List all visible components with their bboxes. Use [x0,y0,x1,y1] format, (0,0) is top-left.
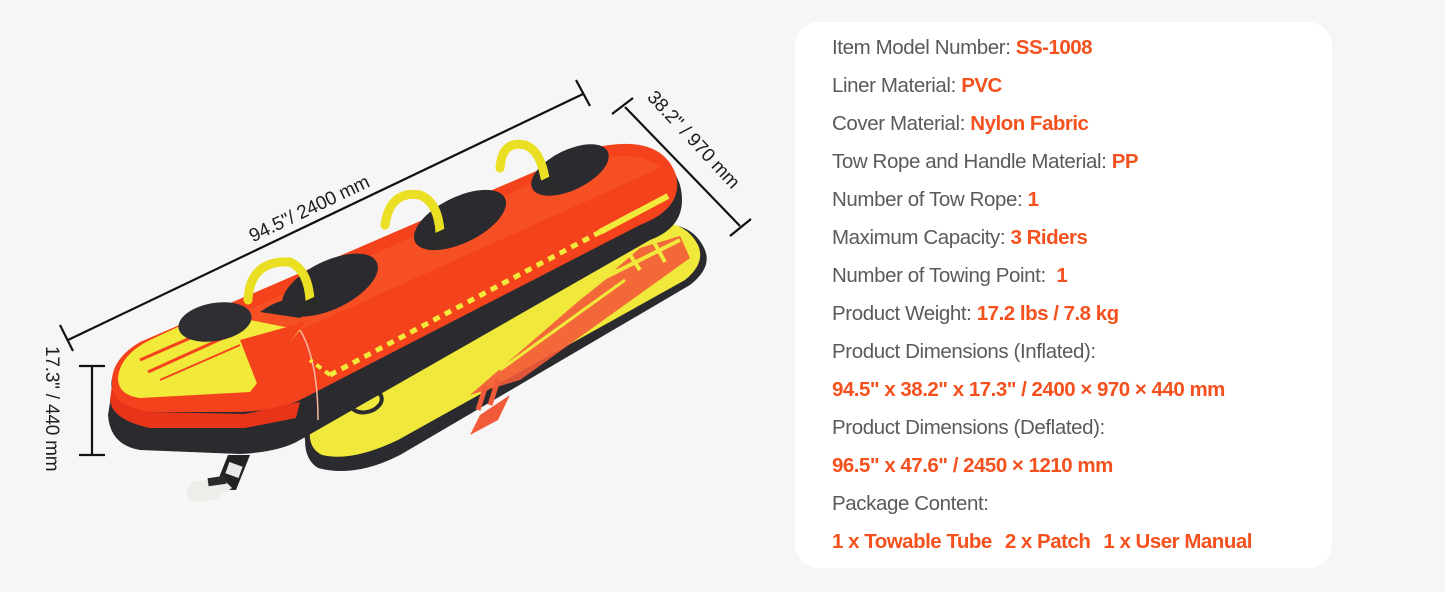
package-item-tube: 1 x Towable Tube [832,530,992,553]
spec-value: PVC [961,74,1002,97]
spec-label: Product Dimensions (Deflated): [832,416,1105,439]
spec-row-liner-material: Liner Material: PVC [832,72,1265,110]
spec-row-model-number: Item Model Number: SS-1008 [832,34,1265,72]
product-image: 94.5"/ 2400 mm 38.2" / 970 mm 17.3" / 44… [41,79,752,502]
spec-row-dimensions-deflated-label: Product Dimensions (Deflated): [832,414,1265,452]
spec-value: 1 [1027,188,1039,211]
spec-row-weight: Product Weight: 17.2 lbs / 7.8 kg [832,300,1265,338]
spec-list: Item Model Number: SS-1008 Liner Materia… [832,34,1265,566]
spec-label: Cover Material: [832,112,971,135]
spec-value: 96.5" x 47.6" / 2450 × 1210 mm [832,454,1113,477]
main-tube [108,139,682,454]
spec-value: Nylon Fabric [970,112,1089,135]
spec-value: 1 [1056,264,1068,287]
spec-value: PP [1111,150,1139,173]
spec-row-rope-handle-material: Tow Rope and Handle Material: PP [832,148,1265,186]
spec-label: Number of Tow Rope: [832,188,1028,211]
spec-label: Item Model Number: [832,36,1016,59]
height-dimension-label: 17.3" / 440 mm [41,346,62,472]
spec-row-dimensions-inflated-label: Product Dimensions (Inflated): [832,338,1265,376]
spec-card: Item Model Number: SS-1008 Liner Materia… [795,22,1332,568]
spec-value: 3 Riders [1010,226,1088,249]
spec-row-package-items: 1 x Towable Tube 2 x Patch 1 x User Manual [832,528,1265,566]
spec-row-tow-rope-count: Number of Tow Rope: 1 [832,186,1265,224]
spec-row-towing-points: Number of Towing Point: 1 [832,262,1265,300]
spec-label: Liner Material: [832,74,962,97]
side-pontoon [304,222,707,472]
handles [243,139,550,305]
dimension-lines [59,79,752,457]
spec-label: Tow Rope and Handle Material: [832,150,1112,173]
package-item-manual: 1 x User Manual [1103,530,1252,553]
spec-row-max-capacity: Maximum Capacity: 3 Riders [832,224,1265,262]
spec-value: SS-1008 [1015,36,1093,59]
spec-row-package-label: Package Content: [832,490,1265,528]
spec-label: Product Dimensions (Inflated): [832,340,1096,363]
spec-value: 94.5" x 38.2" x 17.3" / 2400 × 970 × 440… [832,378,1225,401]
tow-strap [187,455,250,502]
spec-row-dimensions-deflated-value: 96.5" x 47.6" / 2450 × 1210 mm [832,452,1265,490]
spec-value: 17.2 lbs / 7.8 kg [976,302,1119,325]
towable-tube-illustration [59,79,752,502]
spec-row-dimensions-inflated-value: 94.5" x 38.2" x 17.3" / 2400 × 970 × 440… [832,376,1265,414]
spec-label: Maximum Capacity: [832,226,1011,249]
package-item-patch: 2 x Patch [1004,530,1091,553]
spec-label: Number of Towing Point: [832,264,1057,287]
spec-row-cover-material: Cover Material: Nylon Fabric [832,110,1265,148]
spec-label: Package Content: [832,492,989,515]
spec-label: Product Weight: [832,302,977,325]
